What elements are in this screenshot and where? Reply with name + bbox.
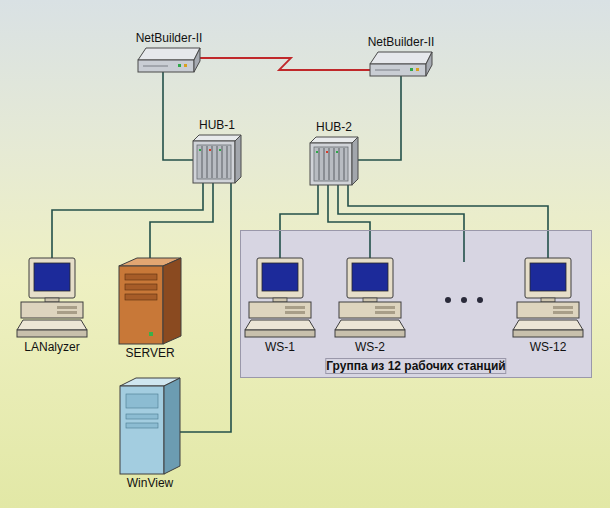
device-label: NetBuilder-II (136, 31, 203, 45)
group-band: Группа из 12 рабочих станцийWS-1WS-2WS-1… (240, 230, 592, 378)
device-label: HUB-2 (316, 120, 352, 134)
server-tower (119, 258, 181, 344)
device-label: WS-12 (530, 340, 567, 354)
device-label: WS-1 (265, 340, 295, 354)
wan-link (200, 58, 370, 70)
router: NetBuilder-II (370, 52, 432, 76)
workstation: WS-1 (245, 258, 315, 338)
ellipsis-dot (461, 297, 467, 303)
workstation: WS-2 (335, 258, 405, 338)
elided-wire (338, 185, 464, 262)
network-cable (328, 185, 370, 258)
device-label: SERVER (125, 346, 174, 360)
router: NetBuilder-II (138, 48, 200, 72)
hub: HUB-1 (193, 135, 241, 183)
network-cable (180, 183, 231, 432)
computer: LANalyzer (17, 258, 87, 338)
network-cable (348, 185, 548, 258)
network-cable (163, 72, 193, 160)
hub: HUB-2 (310, 137, 358, 185)
network-cable (52, 183, 203, 258)
server: SERVER (119, 258, 181, 344)
group-caption: Группа из 12 рабочих станций (325, 358, 506, 374)
device-label: WinView (127, 476, 173, 490)
network-cable (280, 185, 318, 258)
device-label: NetBuilder-II (368, 35, 435, 49)
device-label: WS-2 (355, 340, 385, 354)
network-cable (358, 76, 401, 160)
workstation-tower (120, 378, 180, 474)
workstation: WinView (120, 378, 180, 474)
workstation: WS-12 (513, 258, 583, 338)
device-label: HUB-1 (199, 118, 235, 132)
group-band-fill (240, 230, 592, 378)
network-cable (150, 183, 213, 258)
ellipsis-dot (477, 297, 483, 303)
device-label: LANalyzer (24, 340, 79, 354)
ellipsis-dot (445, 297, 451, 303)
